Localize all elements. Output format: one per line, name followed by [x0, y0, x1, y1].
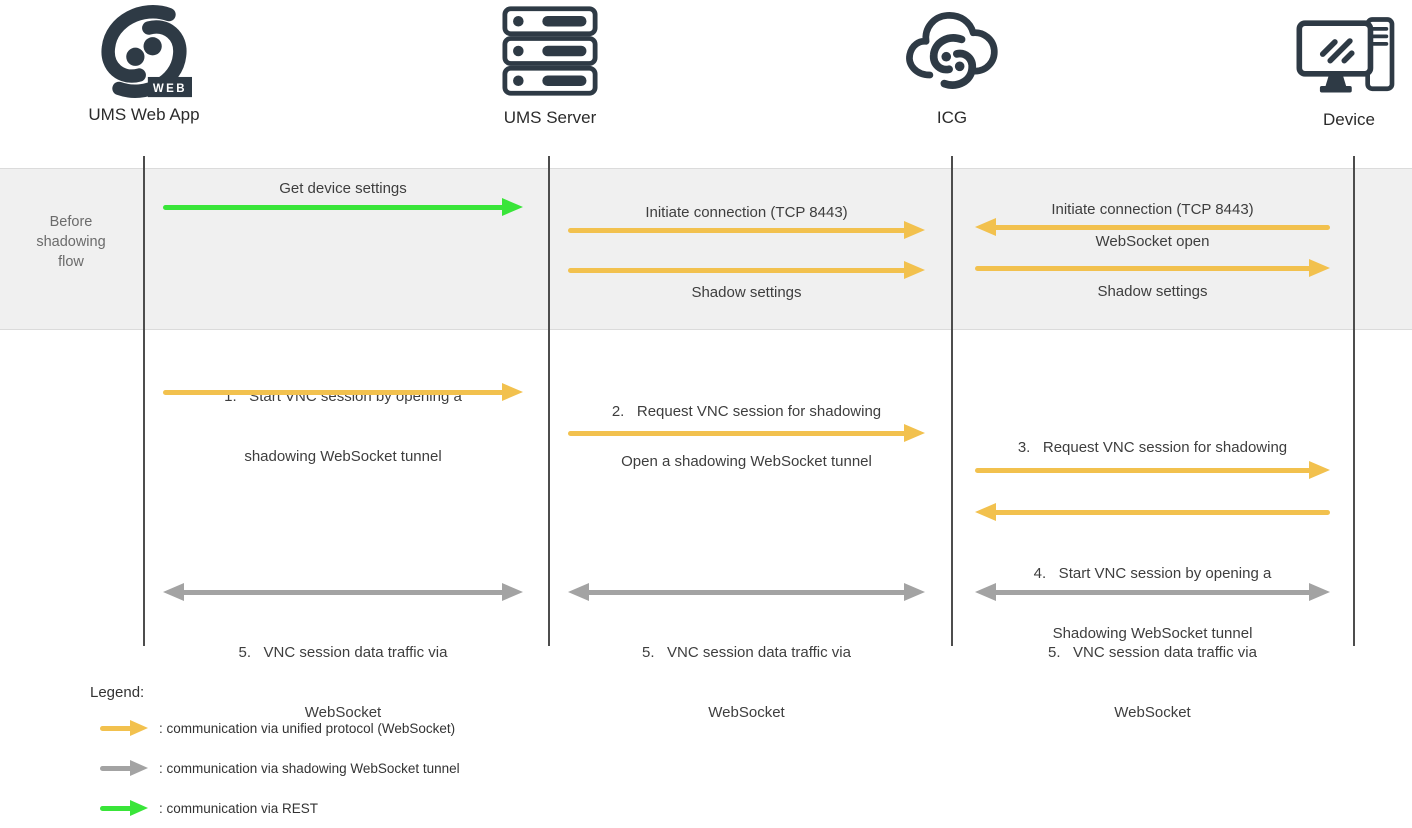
message-step2-note: Open a shadowing WebSocket tunnel	[621, 453, 872, 470]
unified-arrow-initiate-server-icg	[568, 221, 925, 239]
tunnel-arrow-legend	[100, 760, 148, 776]
message-step5-server-icg: 5. VNC session data traffic via WebSocke…	[568, 603, 925, 763]
legend-text-unified: : communication via unified protocol (We…	[159, 720, 456, 736]
band-label-line: shadowing	[36, 234, 106, 250]
message-step1-line2: shadowing WebSocket tunnel	[244, 448, 442, 465]
message-step5-line1: 5. VNC session data traffic via	[1048, 644, 1257, 661]
message-step5-line1: 5. VNC session data traffic via	[238, 644, 448, 661]
tunnel-arrow-step5-server-icg	[568, 583, 925, 601]
message-step4-line2: Shadowing WebSocket tunnel	[1052, 625, 1253, 642]
rest-arrow-get-device-settings	[163, 198, 523, 216]
message-step5-webapp-server: 5. VNC session data traffic via WebSocke…	[163, 603, 523, 763]
entity-label-device: Device	[1323, 110, 1375, 129]
message-step5-line2: WebSocket	[708, 704, 785, 721]
unified-arrow-initiate-device-icg	[975, 218, 1330, 236]
legend-title: Legend:	[90, 684, 145, 701]
ums-web-app-icon: WEB	[96, 4, 192, 100]
rest-arrow-legend	[100, 800, 148, 816]
message-step2: 2. Request VNC session for shadowing	[611, 403, 882, 420]
lifeline-ums-web-app	[143, 156, 145, 646]
lifeline-icg	[951, 156, 953, 646]
message-shadow-settings-server-icg: Shadow settings	[691, 284, 802, 301]
legend-item-tunnel: : communication via shadowing WebSocket …	[100, 760, 460, 776]
message-initiate-connection-device-icg: Initiate connection (TCP 8443)	[1051, 201, 1254, 218]
message-step3: 3. Request VNC session for shadowing	[1017, 439, 1288, 456]
band-label-line: flow	[58, 254, 84, 270]
message-step5-line1: 5. VNC session data traffic via	[642, 644, 851, 661]
message-step5-line2: WebSocket	[304, 704, 382, 721]
message-step5-line2: WebSocket	[1114, 704, 1191, 721]
web-badge: WEB	[153, 83, 187, 95]
message-step4-line1: 4. Start VNC session by opening a	[1033, 565, 1272, 582]
message-websocket-open: WebSocket open	[1095, 233, 1210, 250]
legend-text-tunnel: : communication via shadowing WebSocket …	[159, 760, 460, 776]
message-shadow-settings-icg-device: Shadow settings	[1097, 283, 1208, 300]
entity-label-ums-server: UMS Server	[503, 108, 597, 127]
before-shadowing-band	[0, 168, 1412, 330]
ums-server-icon	[502, 6, 598, 96]
unified-arrow-legend	[100, 720, 148, 736]
unified-arrow-step1	[163, 383, 523, 401]
device-icon	[1296, 12, 1400, 100]
unified-arrow-shadow-settings-icg-device	[975, 259, 1330, 277]
unified-arrow-step3	[975, 461, 1330, 479]
tunnel-arrow-step5-webapp-server	[163, 583, 523, 601]
message-initiate-connection-server-icg: Initiate connection (TCP 8443)	[645, 204, 848, 221]
unified-arrow-step2	[568, 424, 925, 442]
message-step1: 1. Start VNC session by opening a shadow…	[163, 347, 523, 507]
legend-text-rest: : communication via REST	[159, 800, 319, 816]
lifeline-device	[1353, 156, 1355, 646]
unified-arrow-shadow-settings-server-icg	[568, 261, 925, 279]
tunnel-arrow-step5-icg-device	[975, 583, 1330, 601]
message-get-device-settings: Get device settings	[279, 180, 407, 197]
message-step4: 4. Start VNC session by opening a Shadow…	[975, 524, 1330, 684]
icg-cloud-icon	[904, 2, 1000, 98]
entity-label-icg: ICG	[936, 108, 968, 127]
lifeline-ums-server	[548, 156, 550, 646]
entity-label-ums-web-app: UMS Web App	[88, 105, 200, 124]
band-label-line: Before	[49, 214, 93, 230]
message-step5-icg-device: 5. VNC session data traffic via WebSocke…	[975, 603, 1330, 763]
legend-item-unified: : communication via unified protocol (We…	[100, 720, 455, 736]
band-label: Before shadowing flow	[10, 212, 132, 272]
legend-item-rest: : communication via REST	[100, 800, 318, 816]
unified-arrow-step4	[975, 503, 1330, 521]
